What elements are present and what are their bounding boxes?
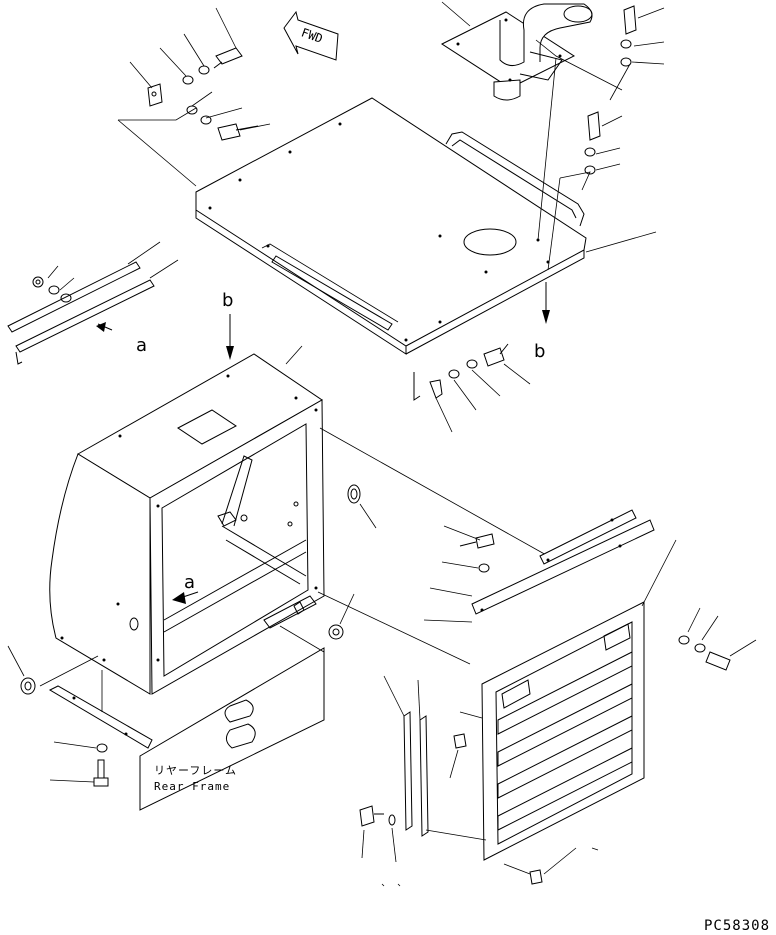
fwd-label: FWD: [299, 25, 324, 46]
ref-arrow-a-box: a: [172, 572, 199, 604]
hood-bolts-left: [117, 7, 271, 187]
drawing-code: PC58308: [704, 918, 770, 934]
ref-label-a-left: a: [136, 335, 147, 356]
ref-arrow-b-right: b: [534, 282, 550, 362]
rear-frame-label-jp: リヤーフレーム: [154, 764, 237, 777]
grommets: [7, 484, 377, 695]
hood-front-hardware: [435, 343, 531, 433]
ref-label-b-box: b: [222, 290, 233, 311]
grille-side-strips: [359, 675, 599, 887]
rear-frame-label-en: Rear Frame: [154, 780, 230, 793]
hood-cover: [195, 97, 587, 401]
grille-bolts-right: [678, 607, 757, 671]
hood-bolts-right: [441, 1, 665, 271]
fwd-direction-arrow: FWD: [283, 10, 339, 61]
radiator-box-housing: [49, 353, 325, 695]
ref-label-a-box: a: [184, 572, 195, 593]
ref-label-b-right: b: [534, 341, 545, 362]
ref-arrow-b-box: b: [222, 290, 303, 365]
rear-frame: リヤーフレーム Rear Frame: [48, 625, 325, 811]
grille-top-brackets: [423, 509, 655, 623]
radiator-grille: [481, 539, 677, 861]
assembly-guide-lines: [317, 427, 549, 665]
exhaust-pipe-assembly: [440, 3, 593, 101]
seal-strips: a: [7, 241, 179, 365]
